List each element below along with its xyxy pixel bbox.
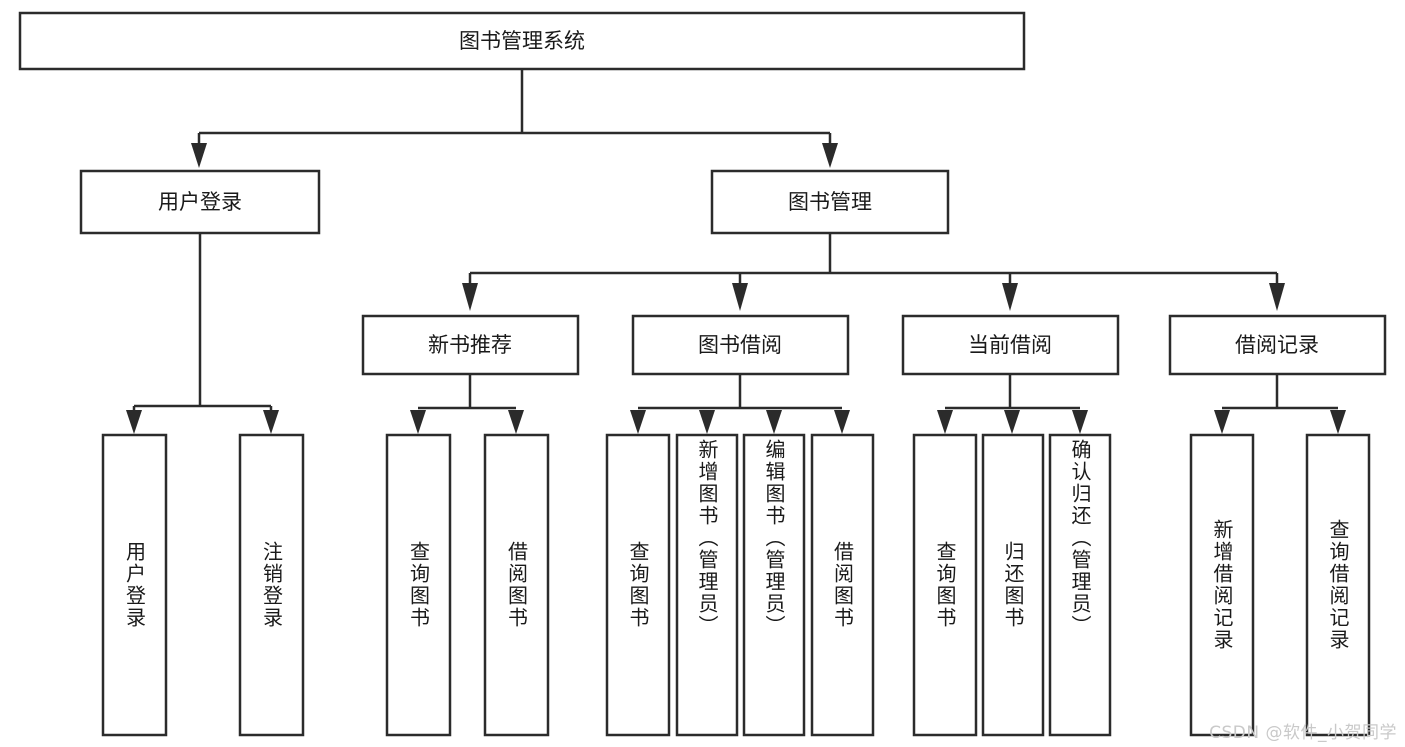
arrow-head-leaf-user-login [126, 410, 142, 434]
leaf-box-add-book[interactable] [675, 433, 739, 737]
arrow-head-leaf-logout-login [263, 410, 279, 434]
leaf-box-logout-login[interactable] [238, 433, 305, 737]
csdn-watermark: CSDN @软件_小贺同学 [1209, 723, 1397, 743]
arrow-head-book-borrow [732, 283, 748, 311]
leaf-box-edit-book[interactable] [742, 433, 806, 737]
node-book-borrow-label: 图书借阅 [698, 333, 782, 357]
node-current-borrow[interactable]: 当前借阅 [901, 314, 1120, 376]
node-book-management-box[interactable] [710, 169, 950, 235]
leaf-box-query-book-1[interactable] [385, 433, 452, 737]
node-new-book-recommend[interactable]: 新书推荐 [361, 314, 580, 376]
leaf-box-query-book-2[interactable] [605, 433, 671, 737]
arrow-head-leaf-add-record [1214, 410, 1230, 434]
leaf-box-add-record[interactable] [1189, 433, 1255, 737]
arrow-head-leaf-confirm-return [1072, 410, 1088, 434]
arrow-head-leaf-return-book [1004, 410, 1020, 434]
arrow-head-leaf-query-book-2 [630, 410, 646, 434]
node-current-borrow-box[interactable] [901, 314, 1120, 376]
node-root[interactable]: 图书管理系统 [18, 11, 1026, 71]
arrow-head-user-login [191, 143, 207, 168]
arrow-head-book-management [822, 143, 838, 168]
arrow-head-new-book-recommend [462, 283, 478, 311]
leaf-box-user-login[interactable] [101, 433, 168, 737]
node-user-login-label: 用户登录 [158, 190, 242, 214]
leaf-box-return-book[interactable] [981, 433, 1045, 737]
leaf-box-query-book-3[interactable] [912, 433, 978, 737]
node-book-borrow-box[interactable] [631, 314, 850, 376]
leaf-box-borrow-book-1[interactable] [483, 433, 550, 737]
arrow-head-leaf-query-book-1 [410, 410, 426, 434]
node-book-management-label: 图书管理 [788, 190, 872, 214]
node-root-label: 图书管理系统 [459, 29, 585, 53]
node-book-borrow[interactable]: 图书借阅 [631, 314, 850, 376]
node-borrow-record[interactable]: 借阅记录 [1168, 314, 1387, 376]
leaf-box-confirm-return[interactable] [1048, 433, 1112, 737]
node-book-management[interactable]: 图书管理 [710, 169, 950, 235]
arrow-head-leaf-add-book [699, 410, 715, 434]
node-root-box[interactable] [18, 11, 1026, 71]
arrow-head-borrow-record [1269, 283, 1285, 311]
arrow-head-leaf-query-record [1330, 410, 1346, 434]
arrow-head-leaf-borrow-book-2 [834, 410, 850, 434]
node-new-book-recommend-label: 新书推荐 [428, 333, 512, 357]
node-current-borrow-label: 当前借阅 [968, 333, 1052, 357]
arrow-head-leaf-query-book-3 [937, 410, 953, 434]
leaf-box-borrow-book-2[interactable] [810, 433, 875, 737]
arrow-head-leaf-borrow-book-1 [508, 410, 524, 434]
node-new-book-recommend-box[interactable] [361, 314, 580, 376]
node-borrow-record-box[interactable] [1168, 314, 1387, 376]
arrow-head-current-borrow [1002, 283, 1018, 311]
node-borrow-record-label: 借阅记录 [1235, 333, 1319, 357]
node-user-login[interactable]: 用户登录 [79, 169, 321, 235]
leaf-box-query-record[interactable] [1305, 433, 1371, 737]
arrow-head-leaf-edit-book [766, 410, 782, 434]
